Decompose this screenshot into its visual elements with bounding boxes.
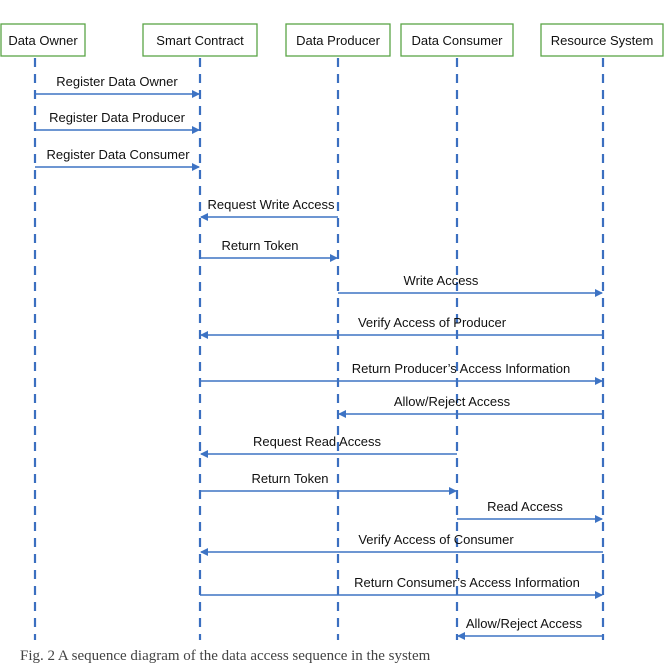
message-label: Return Token — [221, 238, 298, 253]
actor-box-producer — [285, 23, 391, 57]
actor-boxes: Data Owner Smart Contract Data Producer Dat… — [0, 23, 664, 57]
message-3: Register Data Consumer — [35, 147, 200, 171]
message-label: Return Token — [251, 471, 328, 486]
message-label: Return Producer’s Access Information — [352, 361, 570, 376]
actor-box-owner — [0, 23, 86, 57]
message-14: Return Consumer’s Access Information — [200, 575, 603, 599]
lifelines — [33, 58, 605, 640]
message-8: Return Producer’s Access Information — [200, 361, 603, 385]
message-12: Read Access — [457, 499, 603, 523]
message-6: Write Access — [338, 273, 603, 297]
message-7: Verify Access of Producer — [200, 315, 603, 339]
message-label: Register Data Owner — [56, 74, 178, 89]
figure-caption: Fig. 2 A sequence diagram of the data ac… — [20, 648, 431, 664]
message-label: Return Consumer’s Access Information — [354, 575, 580, 590]
message-label: Verify Access of Consumer — [358, 532, 514, 547]
message-5: Return Token — [200, 238, 338, 262]
message-2: Register Data Producer — [35, 110, 200, 134]
message-label: Allow/Reject Access — [394, 394, 511, 409]
message-label: Write Access — [404, 273, 479, 288]
message-label: Read Access — [487, 499, 563, 514]
message-label: Allow/Reject Access — [466, 616, 583, 631]
message-4: Request Write Access — [200, 197, 338, 221]
actor-box-consumer — [400, 23, 514, 57]
actor-label-consumer: Data Consumer — [411, 33, 503, 48]
actor-label-contract: Smart Contract — [156, 33, 244, 48]
actor-label-producer: Data Producer — [296, 33, 380, 48]
message-label: Register Data Consumer — [46, 147, 190, 162]
message-9: Allow/Reject Access — [338, 394, 603, 418]
message-10: Request Read Access — [200, 434, 457, 458]
message-13: Verify Access of Consumer — [200, 532, 603, 556]
message-label: Request Read Access — [253, 434, 381, 449]
actor-box-resource — [540, 23, 664, 57]
message-1: Register Data Owner — [35, 74, 200, 98]
message-11: Return Token — [200, 471, 457, 495]
message-label: Register Data Producer — [49, 110, 186, 125]
actor-label-owner: Data Owner — [8, 33, 78, 48]
message-label: Request Write Access — [208, 197, 335, 212]
actor-label-resource: Resource System — [551, 33, 654, 48]
actor-box-contract — [142, 23, 258, 57]
message-15: Allow/Reject Access — [457, 616, 603, 640]
message-label: Verify Access of Producer — [358, 315, 507, 330]
